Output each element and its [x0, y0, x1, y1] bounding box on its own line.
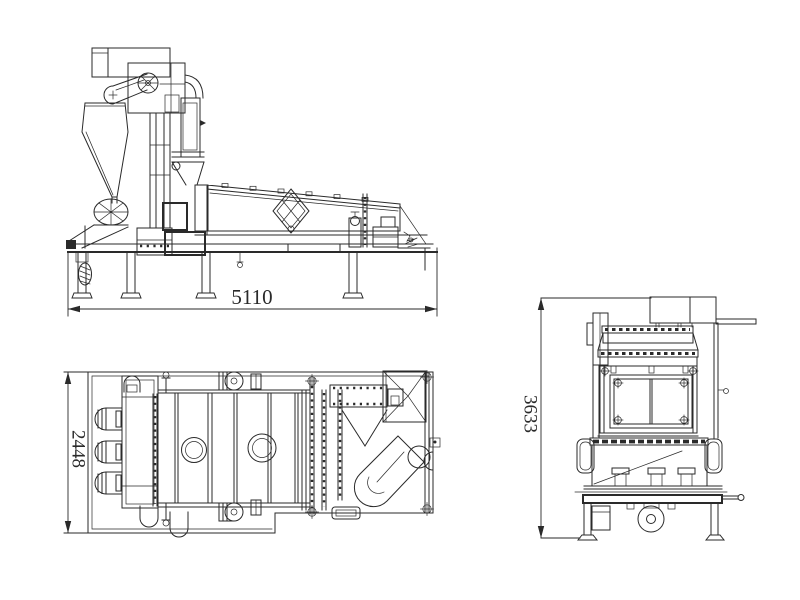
diagonal-discharge-duct	[353, 435, 425, 508]
porthole	[181, 437, 207, 463]
mounts	[611, 467, 696, 487]
spring-hanger-left	[576, 438, 595, 474]
cyclone-separator	[66, 73, 148, 249]
dimension-width-5110: 5110	[67, 247, 438, 317]
spring-coil	[75, 251, 92, 286]
dimension-depth-2448: 2448	[63, 371, 101, 534]
discharge-assembly	[348, 193, 431, 271]
feet	[576, 534, 726, 541]
bottom-chute	[169, 511, 189, 538]
handle-knob	[737, 494, 745, 501]
porthole	[247, 433, 277, 463]
spring-hanger-right	[704, 438, 723, 474]
side-elevation-view: 5110	[66, 47, 438, 317]
feet	[71, 292, 364, 299]
bottom-bracket	[139, 505, 159, 528]
dimension-label-width: 5110	[231, 285, 272, 309]
screen-deck-plan	[152, 371, 319, 522]
side-outlet	[407, 445, 431, 469]
screen-body	[194, 183, 428, 268]
base-frame-end	[574, 485, 745, 541]
dimension-label-height: 3633	[520, 395, 541, 433]
vibrating-base-body	[576, 437, 723, 487]
lifting-hook	[123, 375, 141, 393]
air-box-upper	[162, 202, 188, 231]
dimension-height-3633: 3633	[520, 297, 652, 539]
fan-sketch	[403, 231, 419, 248]
screen-hood	[597, 332, 699, 437]
top-pulley	[218, 371, 244, 391]
feeder-box	[121, 371, 189, 538]
caster-wheel	[637, 502, 665, 533]
feed-motors	[94, 407, 123, 495]
base-frame	[67, 243, 438, 299]
bottom-pulley	[218, 502, 244, 522]
dimension-label-depth: 2448	[68, 430, 89, 468]
plan-view: 2448	[63, 370, 441, 538]
screen-frame-end	[609, 374, 693, 429]
hopper-plan	[382, 370, 427, 423]
bottom-tray	[331, 506, 361, 520]
top-fan-box	[601, 296, 757, 334]
elevator-leg	[136, 112, 173, 256]
tilted-frame-insert	[272, 188, 310, 234]
elevator-column-end	[586, 312, 729, 439]
v-funnel	[341, 409, 388, 447]
plan-right-section	[321, 370, 441, 520]
air-duct-top	[329, 384, 388, 408]
clamp	[423, 451, 434, 471]
valve-handle	[171, 161, 181, 171]
elevator-boot	[136, 227, 173, 256]
end-elevation-view: 3633	[520, 296, 757, 541]
